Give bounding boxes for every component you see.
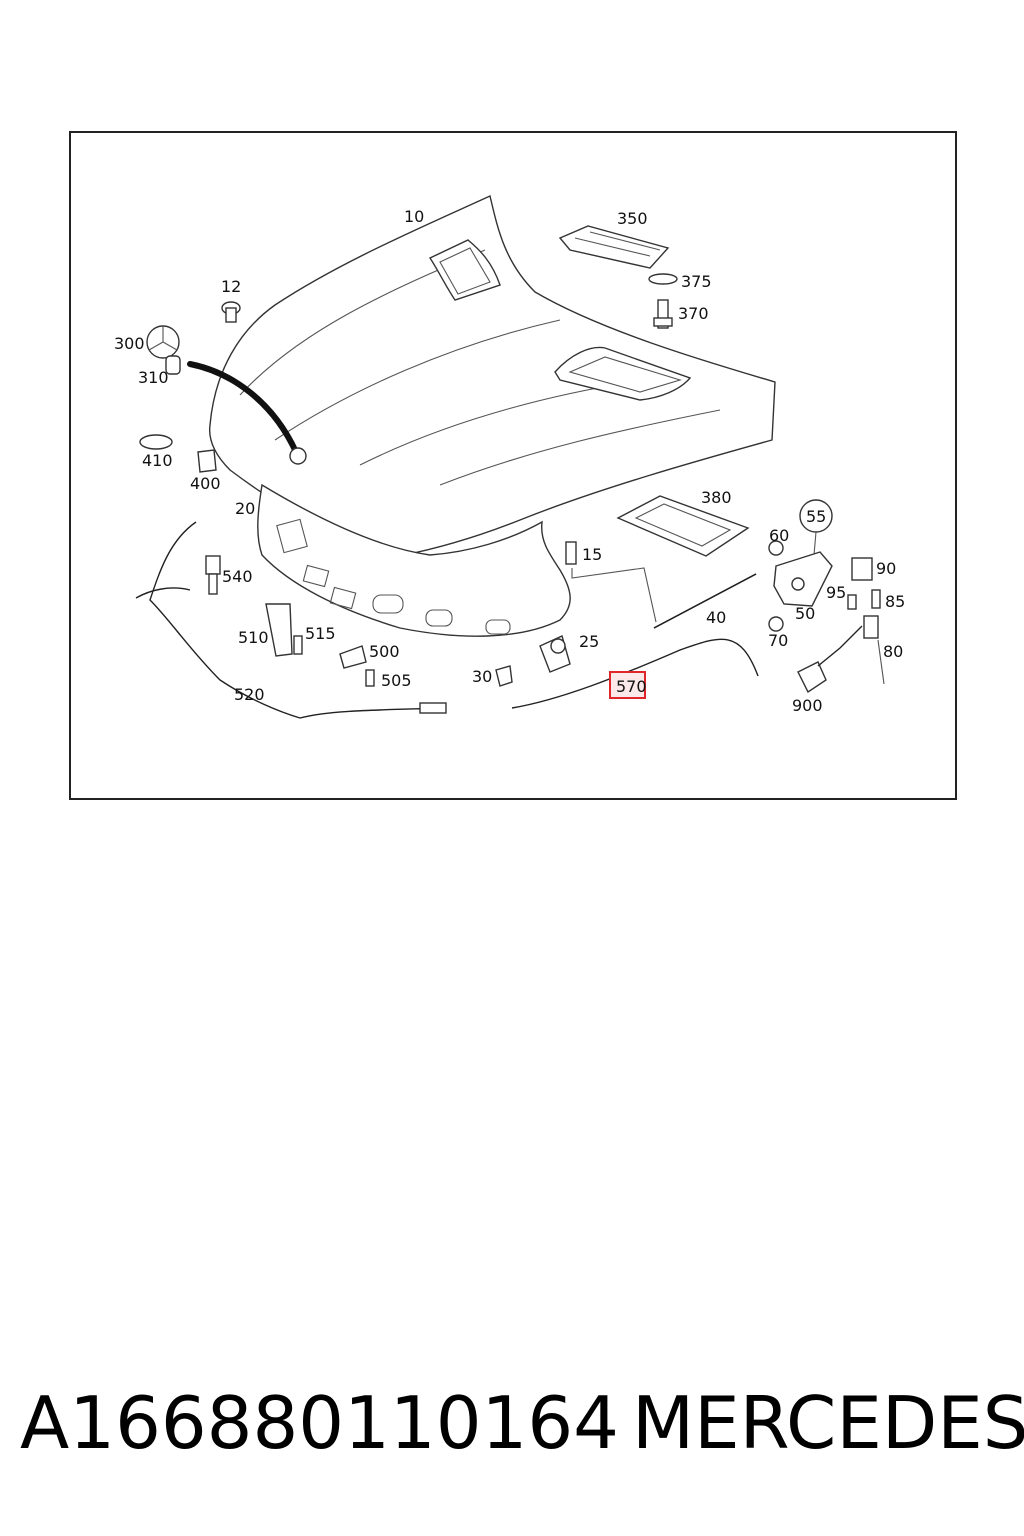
callout-85: 85 (885, 592, 905, 611)
mount-arrow (187, 361, 299, 455)
callout-40: 40 (706, 608, 726, 627)
screw-370 (653, 299, 673, 329)
nut-70 (768, 616, 784, 632)
footer: A166880110164 MERCEDES (0, 1378, 1024, 1468)
emblem-300 (146, 325, 180, 359)
nut-60 (768, 540, 784, 556)
callout-410: 410 (142, 451, 173, 470)
screw-15 (565, 541, 577, 565)
callout-520: 520 (234, 685, 265, 704)
emblem-mount (289, 447, 307, 465)
callout-70: 70 (768, 631, 788, 650)
callout-400: 400 (190, 474, 221, 493)
callout-25: 25 (579, 632, 599, 651)
callout-15: 15 (582, 545, 602, 564)
bolt-85 (871, 589, 881, 609)
washer-375 (648, 273, 678, 285)
callout-20: 20 (235, 499, 255, 518)
callout-95: 95 (826, 583, 846, 602)
bump-stop-12 (221, 301, 241, 323)
callout-370: 370 (678, 304, 709, 323)
grommet-310 (165, 355, 181, 375)
bolt-505 (365, 669, 375, 687)
buffer-400 (197, 449, 217, 473)
callout-12: 12 (221, 277, 241, 296)
callout-310: 310 (138, 368, 169, 387)
callout-10: 10 (404, 207, 424, 226)
pad-410 (139, 434, 173, 450)
callout-300: 300 (114, 334, 145, 353)
handle-25 (539, 635, 571, 673)
callout-510: 510 (238, 628, 269, 647)
release-cable-520 (135, 521, 447, 719)
hood-insulation (257, 483, 571, 637)
callout-30: 30 (472, 667, 492, 686)
callout-90: 90 (876, 559, 896, 578)
hood-lock-50 (773, 551, 833, 607)
gas-strut-40 (653, 573, 757, 629)
hood-shell (208, 195, 776, 557)
callout-500: 500 (369, 642, 400, 661)
callout-60: 60 (769, 526, 789, 545)
connector-900 (797, 625, 863, 694)
rod-80 (863, 615, 885, 685)
callout-515: 515 (305, 624, 336, 643)
clip-540 (205, 555, 221, 595)
grille-350 (558, 225, 670, 269)
callout-570: 570 (616, 677, 647, 696)
callout-505: 505 (381, 671, 412, 690)
clip-30 (495, 665, 513, 687)
callout-labels: 10 350 375 370 12 300 310 410 400 20 380… (114, 207, 905, 715)
bracket-510 (265, 603, 293, 657)
callout-50: 50 (795, 604, 815, 623)
bolt-515 (293, 635, 303, 655)
callout-380: 380 (701, 488, 732, 507)
callout-570-highlight (609, 671, 646, 699)
release-cable-570 (511, 638, 759, 709)
brand-name: MERCEDES (632, 1381, 1024, 1465)
callout-540: 540 (222, 567, 253, 586)
switch-90 (851, 557, 873, 581)
part-number: A166880110164 (20, 1381, 619, 1465)
screw-95 (847, 594, 857, 610)
callout-375: 375 (681, 272, 712, 291)
callout-80: 80 (883, 642, 903, 661)
callout-350: 350 (617, 209, 648, 228)
ref-line-15 (571, 567, 657, 623)
seal-380 (616, 495, 750, 557)
callout-900: 900 (792, 696, 823, 715)
callout-55: 55 (806, 507, 826, 526)
catch-500 (339, 645, 367, 669)
